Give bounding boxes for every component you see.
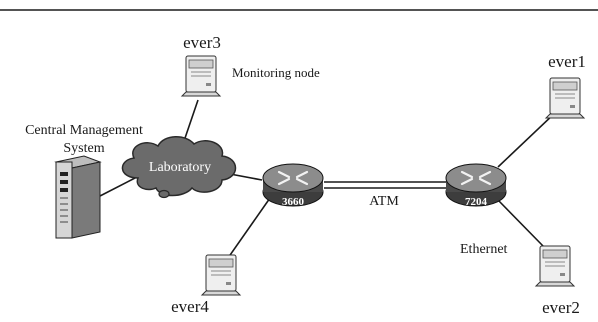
connection-lines [99, 99, 557, 259]
router-7204-label: 7204 [465, 196, 488, 208]
ever3-label: ever3 [183, 33, 221, 52]
monitoring-node-label: Monitoring node [232, 65, 320, 80]
link-cloud-ever3 [182, 99, 199, 145]
central-label-line1: Central Management [25, 123, 143, 138]
computer-icon [181, 55, 221, 97]
cloud-label: Laboratory [149, 160, 211, 175]
link-central-cloud [99, 177, 136, 197]
atm-label: ATM [369, 194, 399, 209]
ever1-label: ever1 [548, 52, 586, 71]
atm-link [324, 181, 446, 189]
computer-icon [201, 254, 241, 296]
ever2-label: ever2 [542, 298, 580, 317]
router-3660-label: 3660 [282, 196, 305, 208]
computer-icon [535, 245, 575, 287]
link-cloud-3660 [229, 173, 263, 181]
central-label-line2: System [63, 141, 104, 156]
server-tower-icon [54, 155, 102, 239]
ethernet-label: Ethernet [460, 242, 508, 257]
ever4-label: ever4 [171, 297, 209, 316]
link-3660-ever4 [227, 197, 271, 259]
cloud-icon [121, 136, 237, 199]
computer-icon [545, 77, 585, 119]
link-7204-ever1 [497, 111, 557, 168]
link-7204-ever2 [497, 199, 546, 249]
